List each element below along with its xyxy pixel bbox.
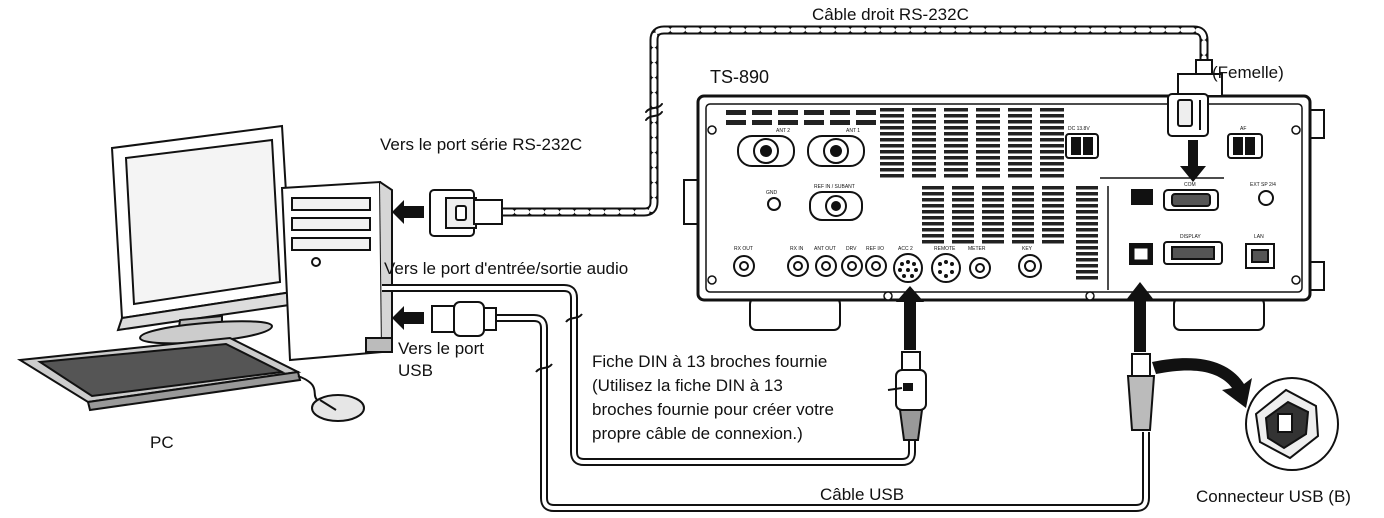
audio-port-label: Vers le port d'entrée/sortie audio [384, 259, 629, 278]
arrow-icon [392, 200, 424, 224]
audio-cable [382, 284, 916, 466]
panel-label-dc: DC 13.8V [1068, 126, 1090, 132]
panel-label-gnd: GND [766, 190, 778, 196]
usb-b-connector-icon [1245, 377, 1339, 471]
db9-connector-icon [1167, 59, 1223, 137]
panel-label-display: DISPLAY [1180, 234, 1201, 240]
pc-tower-icon [280, 180, 393, 362]
panel-label-lan: LAN [1254, 234, 1264, 240]
serial-port-label: Vers le port série RS-232C [380, 135, 583, 154]
panel-label-drv: DRV [846, 246, 857, 252]
rs232-cable-label: Câble droit RS-232C [812, 5, 969, 24]
panel-label-ext-sp: EXT SP 2/4 [1250, 182, 1276, 188]
arrow-icon [1126, 282, 1154, 352]
usb-plug-icon [1126, 353, 1156, 431]
radio-panel-icon: ANT 2 ANT 1 DC 13.8V GND REF IN / SUBANT… [683, 94, 1325, 331]
panel-label-ant2: ANT 2 [776, 128, 790, 134]
panel-label-af: AF [1240, 126, 1246, 132]
arrow-icon [1152, 358, 1252, 408]
female-label: (Femelle) [1212, 63, 1284, 82]
panel-label-ref-io: REF I/O [866, 246, 884, 252]
usb-port-label-line2: USB [398, 361, 433, 380]
din-label-line2: (Utilisez la fiche DIN à 13 [592, 376, 783, 395]
usb-connector-label: Connecteur USB (B) [1196, 487, 1351, 506]
usb-cable-label: Câble USB [820, 485, 905, 504]
arrow-icon [1180, 140, 1206, 182]
monitor-icon [110, 124, 298, 345]
din-label-line1: Fiche DIN à 13 broches fournie [592, 352, 828, 371]
panel-label-com: COM [1184, 182, 1196, 188]
db9-connector-icon [429, 189, 503, 237]
din-label-line3: broches fournie pour créer votre [592, 400, 834, 419]
din-plug-label: Fiche DIN à 13 broches fournie (Utilisez… [592, 350, 834, 446]
rs232-cable [497, 25, 1209, 217]
din-plug-icon [887, 351, 927, 441]
panel-label-rx-out: RX OUT [734, 246, 753, 252]
pc-label: PC [150, 433, 174, 452]
mouse-icon [311, 394, 365, 422]
usb-port-label: Vers le port USB [398, 338, 484, 382]
usb-plug-icon [431, 301, 497, 337]
panel-label-ant1: ANT 1 [846, 128, 860, 134]
panel-label-rx-in: RX IN [790, 246, 804, 252]
panel-label-remote: REMOTE [934, 246, 956, 252]
din-label-line4: propre câble de connexion.) [592, 424, 803, 443]
usb-port-label-line1: Vers le port [398, 339, 484, 358]
panel-label-acc2: ACC 2 [898, 246, 913, 252]
panel-label-key: KEY [1022, 246, 1033, 252]
radio-model-label: TS-890 [710, 67, 770, 87]
arrow-icon [392, 306, 424, 330]
keyboard-icon [16, 336, 302, 412]
panel-label-ant-out: ANT OUT [814, 246, 836, 252]
arrow-icon [896, 286, 924, 350]
usb-cable [494, 314, 1150, 512]
panel-label-rx-ant: REF IN / SUBANT [814, 184, 855, 190]
panel-label-meter: METER [968, 246, 986, 252]
